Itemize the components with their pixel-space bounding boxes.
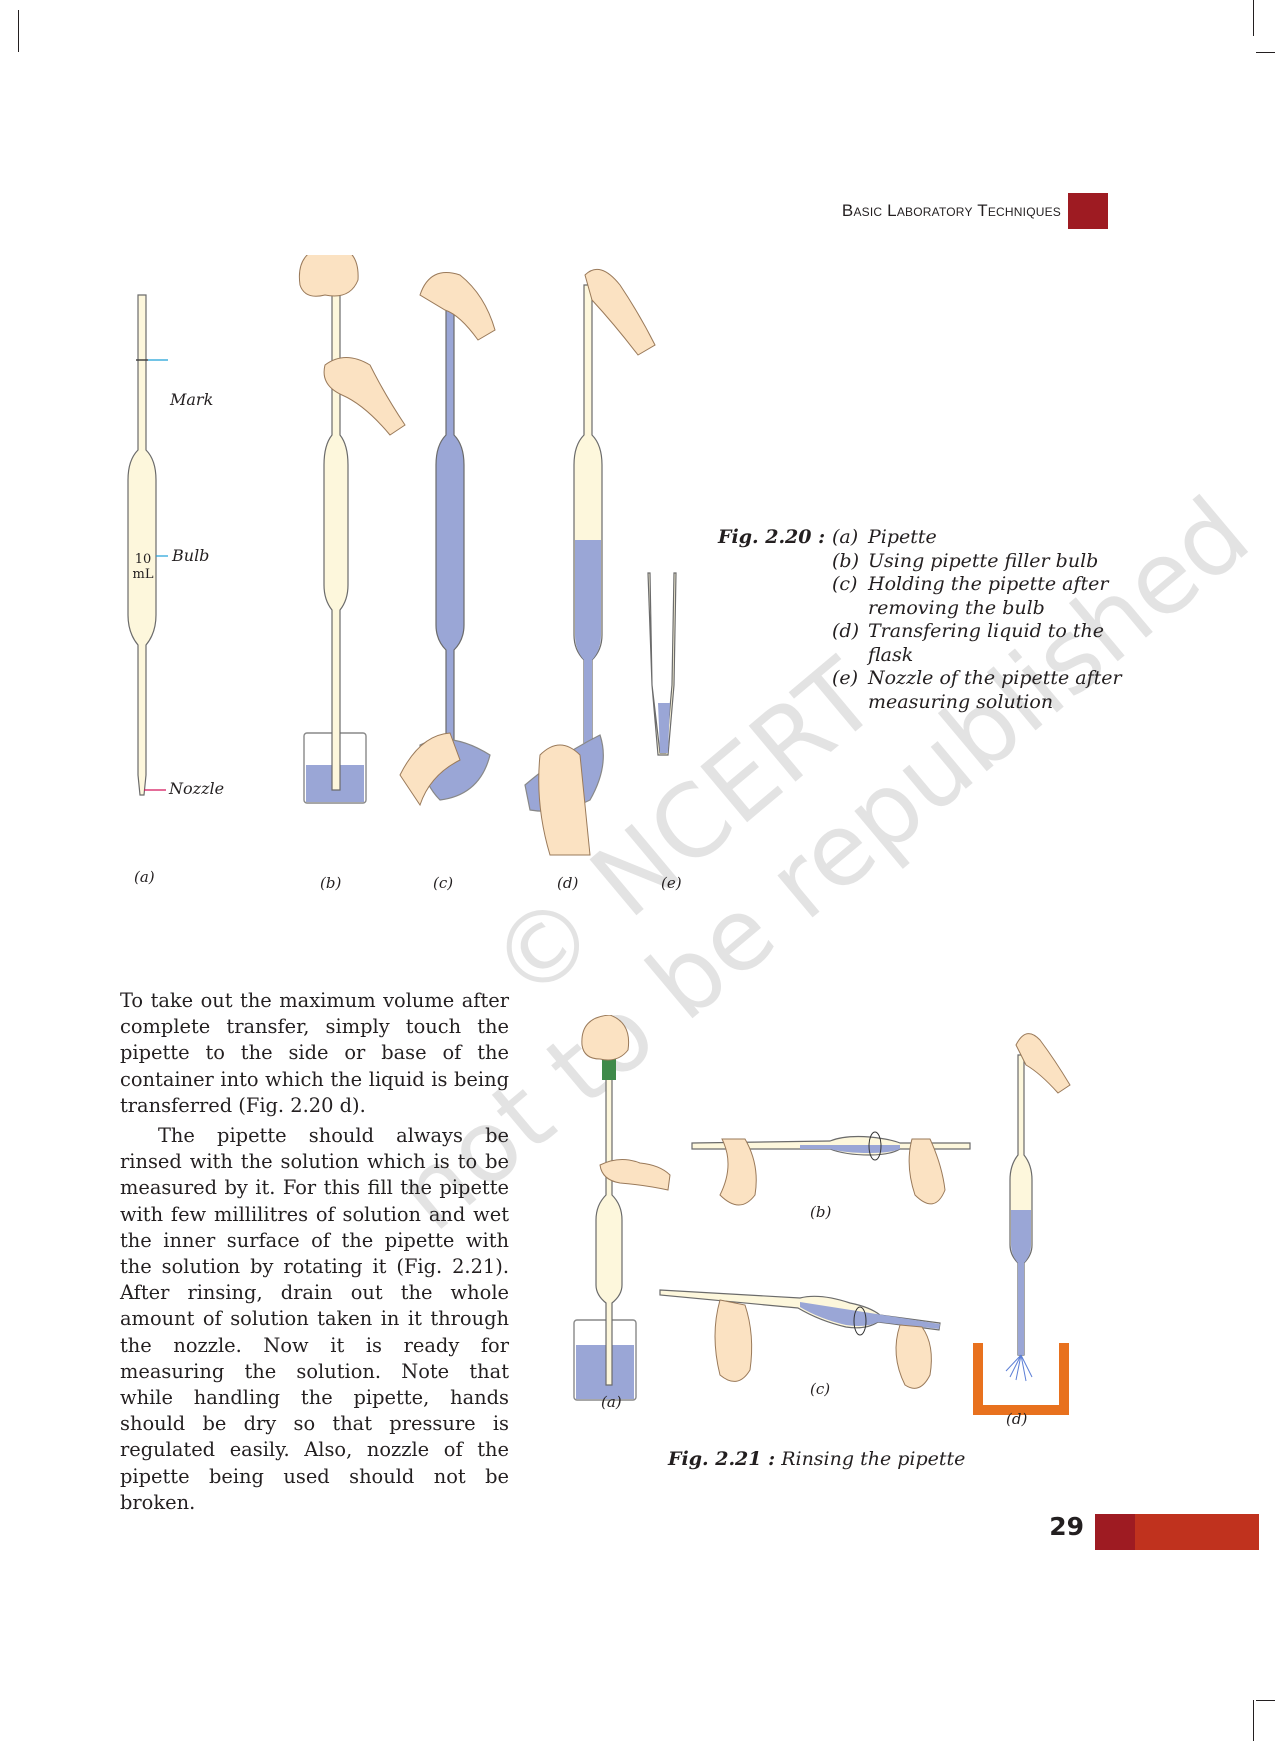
caption-item-text: Pipette (868, 526, 937, 548)
caption-item: (e) Nozzle of the pipette after measuring… (832, 667, 1132, 714)
page-number: 29 (1049, 1512, 1084, 1541)
fig-2-20-label-e: (e) (661, 874, 682, 892)
figure-2-20 (127, 255, 677, 856)
pipette-a (127, 294, 168, 796)
footer-accent-bar (1135, 1514, 1259, 1550)
caption-item-text: Using pipette filler bulb (868, 549, 1099, 572)
fig-2-21-label-d: (d) (1006, 1410, 1028, 1428)
crop-mark (18, 10, 19, 52)
fig-2-21-caption-text: Rinsing the pipette (781, 1448, 966, 1470)
fig-2-21-label-c: (c) (810, 1380, 831, 1398)
fig-2-20-label-c: (c) (433, 874, 454, 892)
body-text: To take out the maximum volume after com… (120, 988, 509, 1516)
running-header: Basic Laboratory Techniques (841, 201, 1061, 220)
crop-mark (1253, 0, 1254, 36)
pipette-e-nozzle (647, 572, 677, 756)
fig-2-20-label-a: (a) (134, 868, 155, 886)
callout-nozzle: Nozzle (169, 779, 225, 798)
caption-item-key: (e) (832, 667, 859, 689)
footer-accent-bar (1095, 1514, 1135, 1550)
caption-item: (c) Holding the pipette after removing th… (832, 573, 1132, 620)
rinse-a (573, 1015, 671, 1401)
caption-item-text: Holding the pipette after removing the b… (868, 573, 1109, 619)
crop-mark (1256, 52, 1275, 53)
fig-2-21-caption: Fig. 2.21 : Rinsing the pipette (668, 1448, 965, 1470)
pipette-b (298, 255, 406, 804)
callout-bulb: Bulb (172, 546, 210, 565)
caption-item-text: Nozzle of the pipette after measuring so… (868, 667, 1122, 713)
caption-item-key: (a) (832, 526, 859, 548)
fig-2-20-caption-list: (a)Pipette (b)Using pipette filler bulb … (832, 526, 1132, 714)
fig-2-21-label-a: (a) (601, 1393, 622, 1411)
rinse-c (659, 1289, 941, 1389)
pipette-c (399, 272, 496, 807)
callout-mark: Mark (170, 390, 214, 409)
header-accent-block (1068, 193, 1108, 229)
callout-volume: 10 mL (132, 552, 154, 582)
fig-2-21-caption-lead: Fig. 2.21 : (668, 1448, 776, 1470)
fig-2-21-label-b: (b) (810, 1203, 832, 1221)
paragraph: To take out the maximum volume after com… (120, 989, 509, 1117)
fig-2-20-caption-lead: Fig. 2.20 : (718, 526, 826, 548)
caption-item-text: Transfering liquid to the flask (868, 620, 1105, 666)
fig-2-20-label-b: (b) (320, 874, 342, 892)
crop-mark (1256, 1700, 1275, 1701)
rinse-b (691, 1131, 971, 1206)
caption-item: (b) Using pipette filler bulb (832, 550, 1132, 574)
caption-item-key: (d) (832, 620, 859, 642)
caption-item-key: (c) (832, 573, 858, 595)
pipette-d (524, 268, 656, 856)
caption-item: (d) Transfering liquid to the flask (832, 620, 1132, 667)
paragraph: The pipette should always be rinsed with… (120, 1124, 509, 1514)
crop-mark (1253, 1700, 1254, 1741)
figure-2-21 (573, 1015, 1071, 1415)
rinse-d (973, 1033, 1071, 1415)
caption-item: (a) Pipette (832, 526, 1132, 550)
fig-2-20-label-d: (d) (557, 874, 579, 892)
caption-item-key: (b) (832, 549, 859, 572)
